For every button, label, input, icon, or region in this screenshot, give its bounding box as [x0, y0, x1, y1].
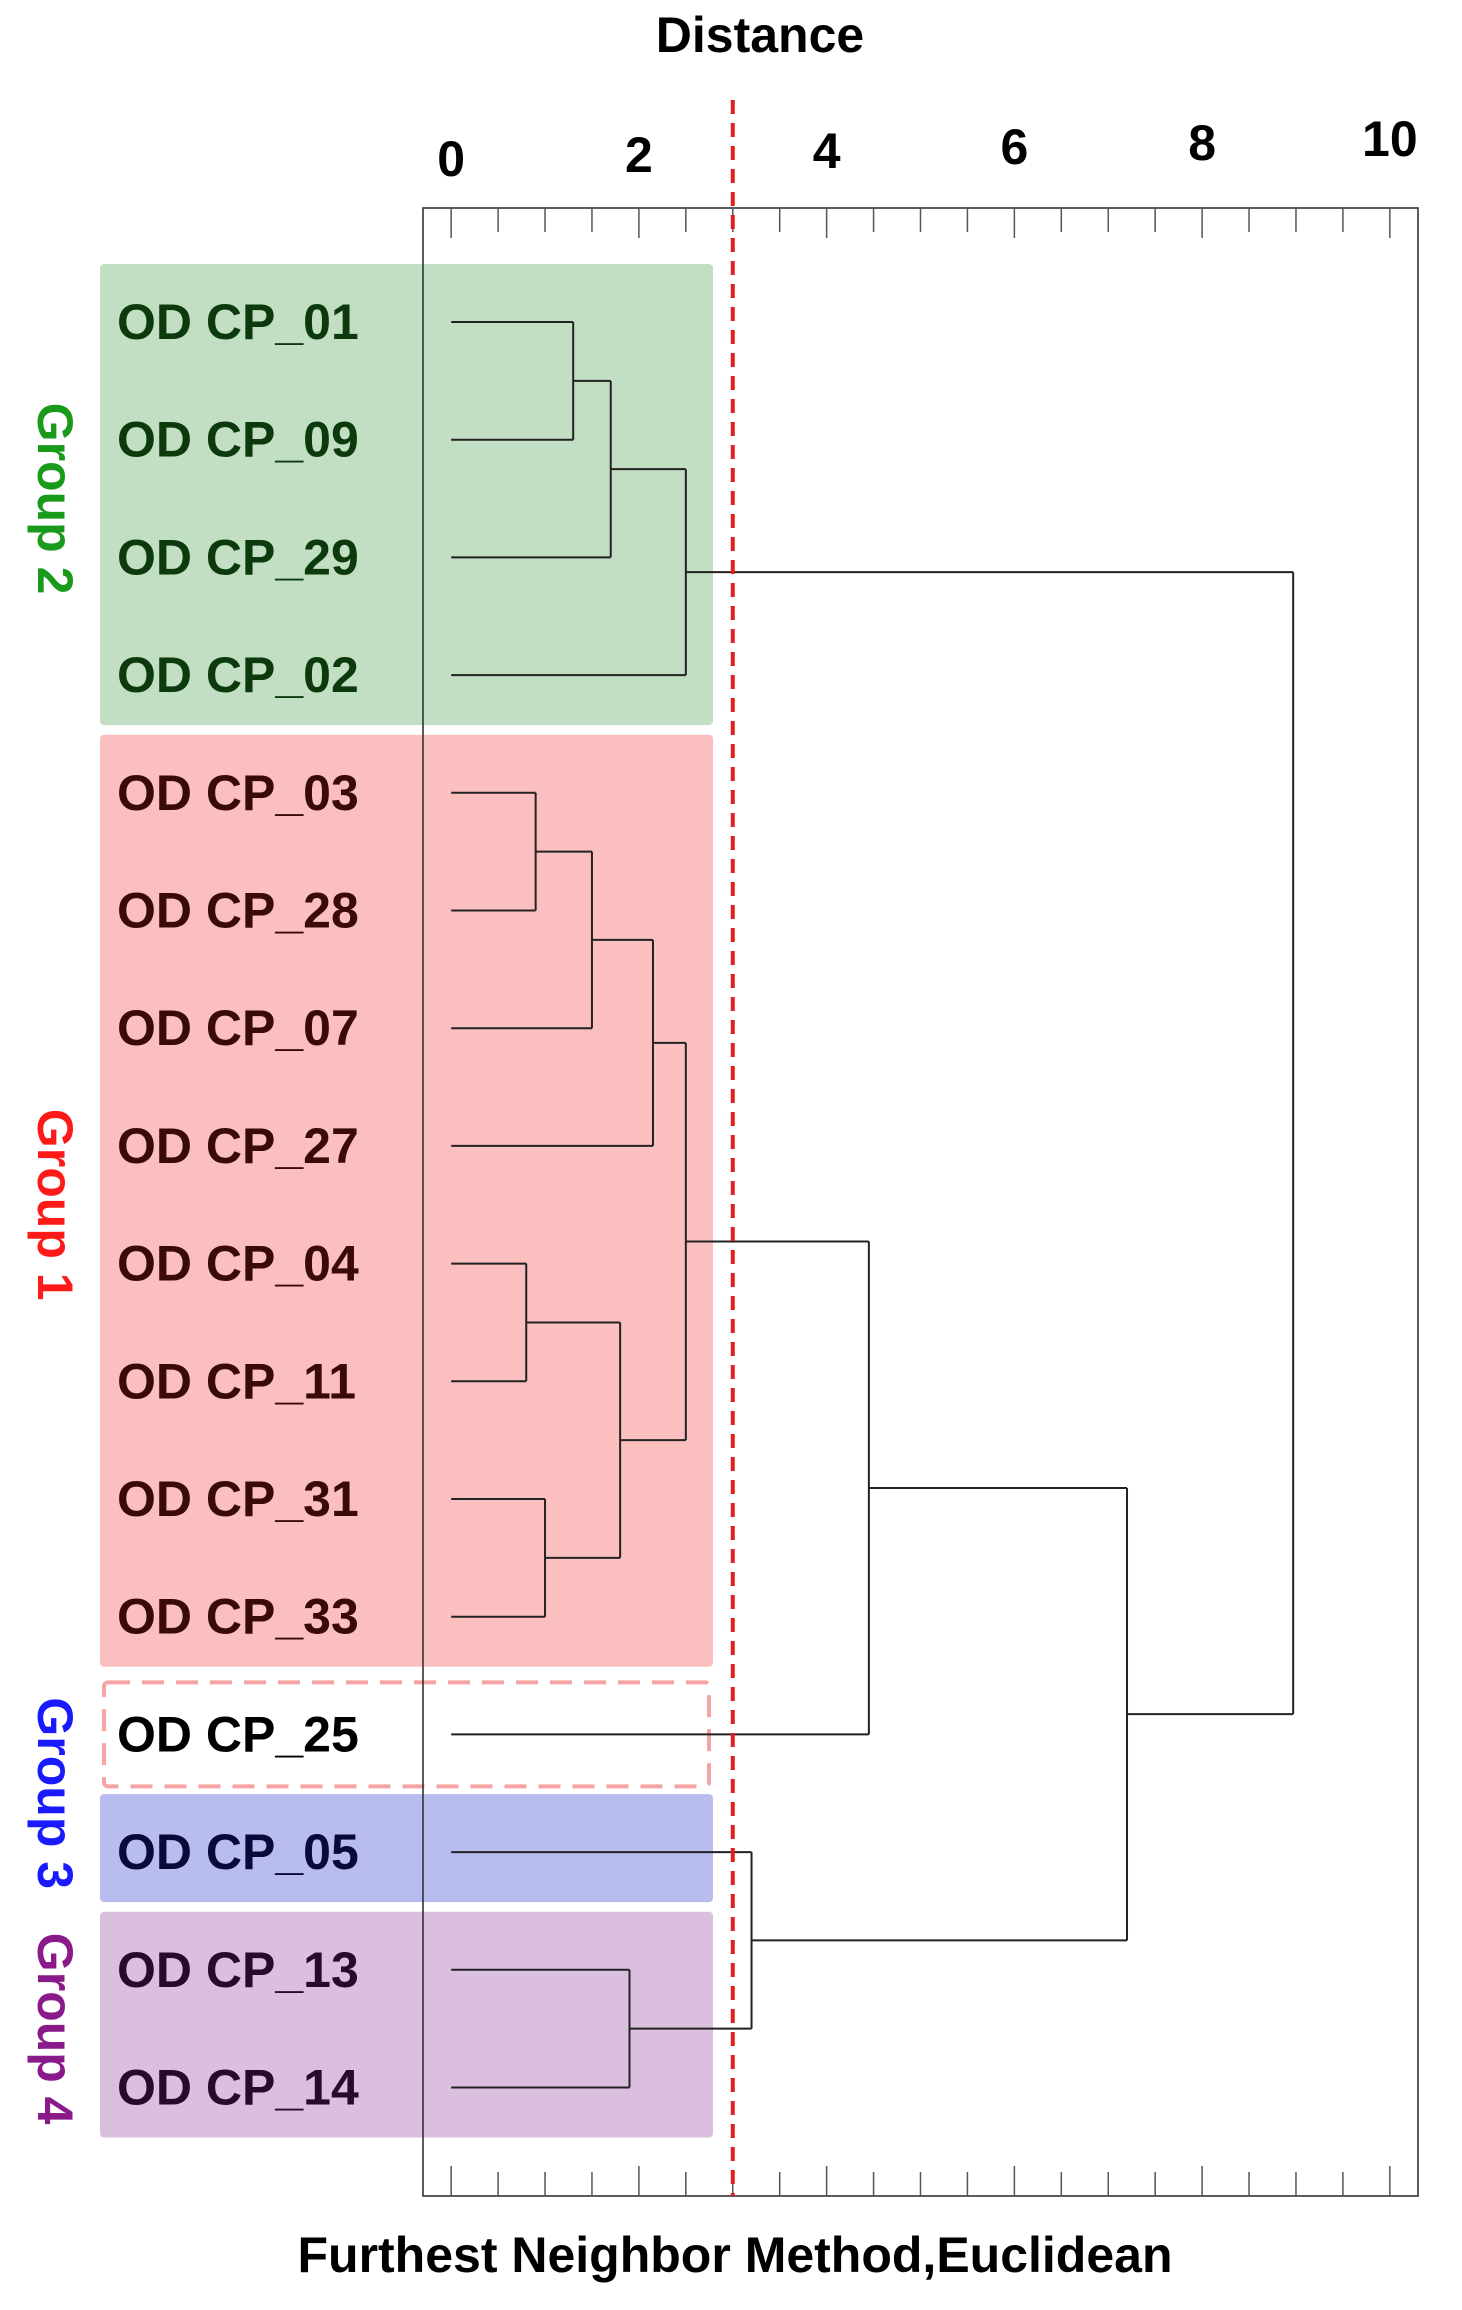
group-label: Group 2	[27, 403, 83, 595]
leaf-label: OD CP_09	[117, 412, 359, 468]
x-axis-ticks: 0 2 4 6 8 10	[437, 111, 1418, 2196]
leaf-label: OD CP_03	[117, 765, 359, 821]
x-tick-label: 10	[1362, 111, 1418, 167]
x-tick-label: 0	[437, 131, 465, 187]
group-box-4	[100, 1911, 713, 2138]
leaf-label: OD CP_04	[117, 1236, 359, 1292]
x-axis-label: Furthest Neighbor Method,Euclidean	[297, 2227, 1172, 2283]
leaf-label: OD CP_01	[117, 294, 359, 350]
leaf-label: OD CP_28	[117, 883, 359, 939]
leaf-label: OD CP_07	[117, 1000, 359, 1056]
group-label: Group 1	[27, 1109, 83, 1301]
leaf-label: OD CP_25	[117, 1706, 359, 1762]
group-box-1	[100, 734, 713, 1667]
leaf-labels: OD CP_01 OD CP_09 OD CP_29 OD CP_02 OD CP_03…	[117, 294, 359, 2116]
leaf-label: OD CP_02	[117, 647, 359, 703]
leaf-label: OD CP_31	[117, 1471, 359, 1527]
leaf-label: OD CP_14	[117, 2060, 359, 2116]
chart-title: Distance	[656, 7, 864, 63]
dendrogram-tree	[451, 321, 1295, 2089]
leaf-label: OD CP_33	[117, 1589, 359, 1645]
leaf-label: OD CP_05	[117, 1824, 359, 1880]
leaf-label: OD CP_27	[117, 1118, 359, 1174]
leaf-label: OD CP_11	[117, 1353, 356, 1409]
x-tick-label: 2	[625, 127, 653, 183]
group-box-3	[100, 1794, 713, 1903]
group-boxes	[100, 264, 713, 2138]
group-label: Group 4	[27, 1933, 83, 2125]
x-tick-label: 4	[813, 123, 841, 179]
group-box-0	[100, 264, 713, 726]
x-tick-label: 6	[1000, 119, 1028, 175]
x-tick-label: 8	[1188, 115, 1216, 171]
leaf-label: OD CP_29	[117, 529, 359, 585]
group-label: Group 3	[27, 1697, 83, 1889]
leaf-label: OD CP_13	[117, 1942, 359, 1998]
group-labels: Group 2 Group 1 Group 3 Group 4	[27, 403, 83, 2125]
